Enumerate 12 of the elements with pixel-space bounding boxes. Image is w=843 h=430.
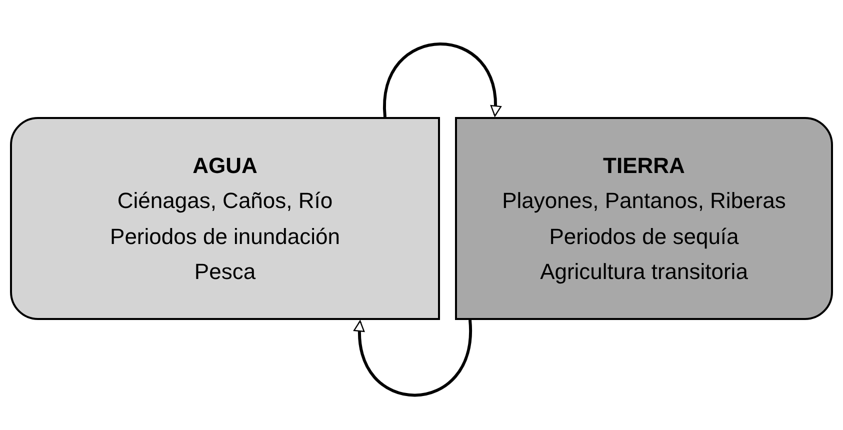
box-text: Pesca [194,258,256,286]
box-text: Periodos de sequía [549,222,739,250]
box-text: Agricultura transitoria [540,258,748,286]
box-heading: AGUA [192,152,258,179]
box-text: Periodos de inundación [110,222,340,250]
box-text: Ciénagas, Caños, Río [117,187,333,214]
process-box [455,117,833,320]
curved-arrow [384,42,500,118]
curved-arrow [354,320,472,397]
box-text: Playones, Pantanos, Riberas [502,187,786,214]
box-heading: TIERRA [603,152,685,179]
process-box [10,117,440,320]
